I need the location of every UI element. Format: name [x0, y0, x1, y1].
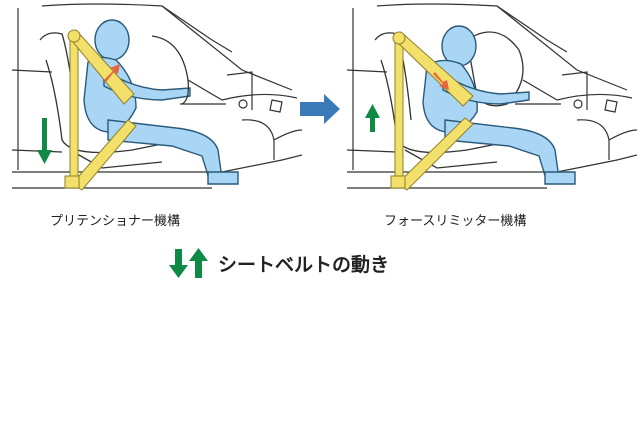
seat-belt [390, 31, 474, 191]
pretensioner-caption: プリテンショナー機構 [50, 214, 181, 229]
pretensioner-scene [12, 3, 302, 191]
down-up-arrows-icon [169, 248, 208, 278]
force-limiter-illustration [347, 0, 637, 200]
steering-wheel [151, 35, 226, 105]
belt-motion-legend: シートベルトの動き [168, 246, 389, 280]
force-arrow-icon [433, 72, 449, 90]
car-body-outline [12, 3, 302, 189]
belt-buckle [64, 175, 80, 189]
belt-anchor [392, 31, 406, 45]
right-arrow-icon [300, 94, 340, 124]
belt-anchor [67, 29, 81, 43]
force-limiter-scene [347, 3, 637, 191]
belt-vertical-strap [394, 41, 404, 189]
seat-belt [64, 29, 137, 191]
force-arrow-icon [104, 64, 120, 82]
legend-label: シートベルトの動き [218, 253, 390, 276]
car-body-outline [347, 3, 637, 189]
belt-up-arrow-icon [365, 104, 380, 132]
occupant-figure [83, 19, 239, 185]
airbag [466, 31, 524, 107]
steering-wheel [515, 79, 561, 105]
pretensioner-illustration [12, 0, 302, 200]
belt-down-arrow-icon [37, 118, 52, 164]
force-limiter-caption: フォースリミッター機構 [384, 214, 527, 229]
belt-buckle [390, 175, 406, 189]
belt-vertical-strap [69, 37, 79, 189]
